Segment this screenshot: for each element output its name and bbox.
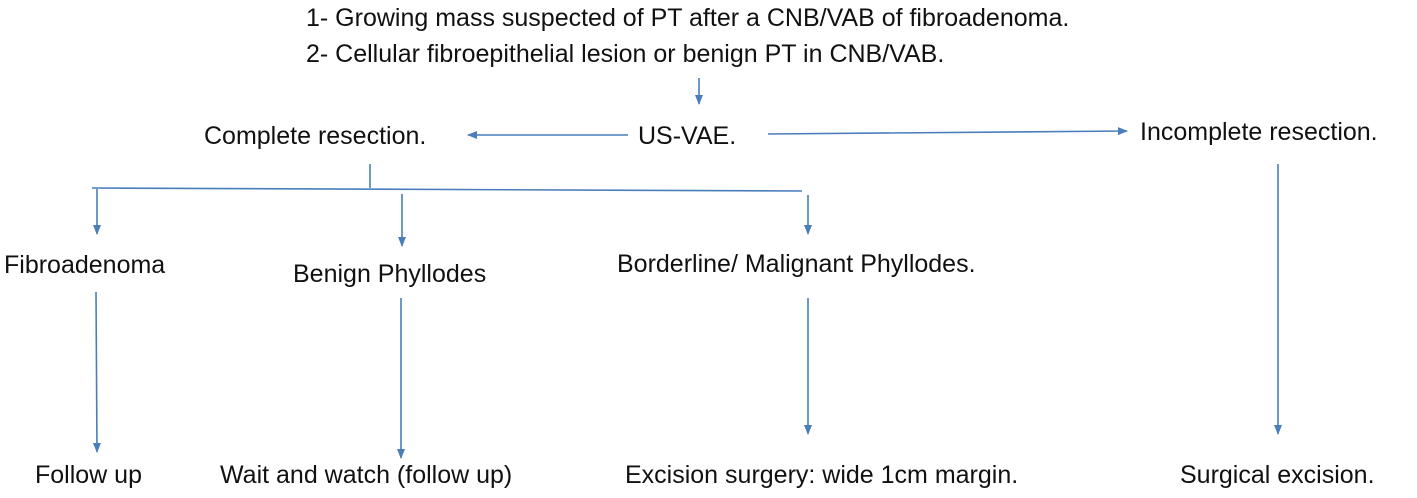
surgical-excision-node: Surgical excision.	[1180, 461, 1375, 489]
follow-up-node: Follow up	[35, 461, 142, 489]
procedure-node: US-VAE.	[638, 122, 737, 150]
incomplete-resection-node: Incomplete resection.	[1140, 118, 1378, 146]
arrow-fibroadenoma-to-follow-up	[92, 291, 101, 453]
complete-resection-node: Complete resection.	[204, 122, 427, 150]
excision-surgery-node: Excision surgery: wide 1cm margin.	[625, 461, 1019, 489]
borderline-malignant-phyllodes-node: Borderline/ Malignant Phyllodes.	[617, 250, 976, 278]
indication-2: 2- Cellular fibroepithelial lesion or be…	[306, 40, 945, 68]
connector-branch-bar	[91, 187, 803, 192]
arrow-procedure-to-incomplete	[767, 127, 1128, 136]
wait-and-watch-node: Wait and watch (follow up)	[220, 461, 513, 489]
indication-1: 1- Growing mass suspected of PT after a …	[306, 4, 1070, 32]
fibroadenoma-node: Fibroadenoma	[4, 251, 166, 279]
benign-phyllodes-node: Benign Phyllodes	[293, 260, 487, 288]
